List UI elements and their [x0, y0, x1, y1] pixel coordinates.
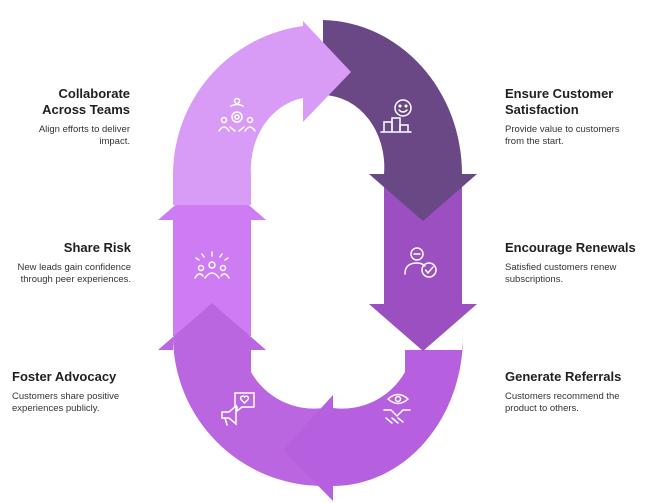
step-generate-referrals: Generate Referrals Customers recommend t… — [505, 369, 640, 415]
segment-generate-referrals — [283, 336, 463, 501]
step-customer-satisfaction: Ensure Customer Satisfaction Provide val… — [505, 86, 640, 148]
smiley-podium-icon — [380, 99, 412, 133]
step-title: Encourage Renewals — [505, 240, 636, 255]
step-foster-advocacy: Foster Advocacy Customers share positive… — [0, 369, 142, 415]
step-description: Align efforts to deliver impact. — [38, 124, 130, 147]
user-check-icon — [404, 247, 437, 278]
step-description: Customers recommend the product to other… — [505, 391, 620, 414]
step-title: Collaborate Across Teams — [42, 86, 130, 117]
segment-foster-advocacy — [158, 303, 323, 486]
step-description: Customers share positive experiences pub… — [12, 391, 120, 414]
step-share-risk: Share Risk New leads gain confidence thr… — [0, 240, 131, 286]
heart-chat-megaphone-icon — [221, 392, 255, 426]
step-title: Ensure Customer Satisfaction — [505, 86, 614, 117]
step-collaborate-teams: Collaborate Across Teams Align efforts t… — [0, 86, 130, 148]
step-description: Provide value to customers from the star… — [505, 124, 620, 147]
step-description: Satisfied customers renew subscriptions. — [505, 262, 617, 285]
segment-encourage-renewals — [369, 186, 477, 351]
team-gear-icon — [218, 97, 256, 132]
step-title: Foster Advocacy — [12, 369, 117, 384]
handshake-eye-icon — [383, 393, 411, 424]
group-celebration-icon — [194, 251, 230, 279]
step-title: Generate Referrals — [505, 369, 622, 384]
step-encourage-renewals: Encourage Renewals Satisfied customers r… — [505, 240, 645, 286]
segment-collaborate-teams — [173, 21, 351, 205]
step-description: New leads gain confidence through peer e… — [17, 262, 131, 285]
step-title: Share Risk — [63, 240, 131, 255]
